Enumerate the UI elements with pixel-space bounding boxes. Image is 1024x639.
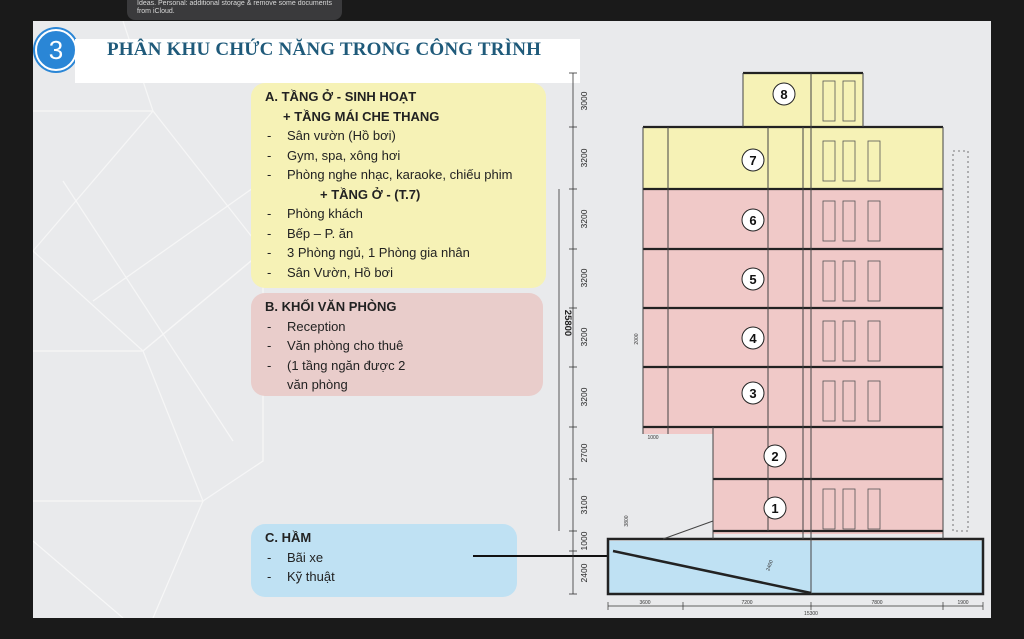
- svg-text:3200: 3200: [579, 268, 589, 287]
- svg-text:7800: 7800: [871, 600, 882, 606]
- section-b-item: (1 tầng ngăn được 2: [265, 356, 529, 376]
- svg-text:7200: 7200: [741, 600, 752, 606]
- height-dimensions: 3000 3200 3200 3200 3200 3200 2700 3100 …: [562, 91, 589, 582]
- slide-number: 3: [48, 34, 64, 65]
- section-b-item: Văn phòng cho thuê: [265, 336, 529, 356]
- floor-markers: 8 7 6 5 4 3 2 1: [741, 82, 796, 520]
- section-a-item: Phòng khách: [265, 204, 532, 224]
- floor-label-5: 5: [749, 272, 756, 287]
- basement-connector-line: [473, 555, 623, 557]
- svg-text:1000: 1000: [647, 435, 658, 441]
- section-c-item: Bãi xe: [265, 548, 503, 568]
- svg-text:15300: 15300: [804, 611, 818, 617]
- floor-label-3: 3: [749, 386, 756, 401]
- section-a-item: Phòng nghe nhạc, karaoke, chiếu phim: [265, 165, 532, 185]
- notification-text: Ideas. Personal: additional storage & re…: [137, 0, 332, 15]
- floor-7-band: [643, 127, 943, 189]
- svg-text:2000: 2000: [634, 333, 640, 344]
- section-a-subheading-2: + TẦNG Ở - (T.7): [320, 186, 421, 202]
- title-background: [75, 39, 580, 83]
- section-b-heading: B. KHỐI VĂN PHÒNG: [265, 299, 397, 314]
- floor-label-7: 7: [749, 153, 756, 168]
- svg-text:3000: 3000: [579, 91, 589, 110]
- section-b-continuation: văn phòng: [287, 377, 348, 392]
- svg-text:3200: 3200: [579, 327, 589, 346]
- section-a-heading: A. TẦNG Ở - SINH HOẠT: [265, 89, 417, 104]
- icloud-notification[interactable]: Ideas. Personal: additional storage & re…: [127, 0, 342, 20]
- svg-text:2400: 2400: [765, 559, 775, 572]
- floor-label-6: 6: [749, 213, 756, 228]
- office-band: [643, 189, 943, 434]
- svg-text:2400: 2400: [579, 563, 589, 582]
- svg-text:3100: 3100: [579, 495, 589, 514]
- section-c-heading: C. HẦM: [265, 530, 312, 545]
- floor-label-2: 2: [771, 449, 778, 464]
- floor-1-2-band: [713, 434, 943, 534]
- bottom-dimensions: 3600 7200 7800 1900 15300: [639, 600, 968, 617]
- svg-text:3200: 3200: [579, 387, 589, 406]
- basement-band: [608, 541, 983, 593]
- section-a-residential: A. TẦNG Ở - SINH HOẠT + TẦNG MÁI CHE THA…: [251, 83, 546, 288]
- section-a-subheading: + TẦNG MÁI CHE THANG: [283, 108, 440, 124]
- section-c-item: Kỹ thuật: [265, 567, 503, 587]
- svg-text:2700: 2700: [579, 443, 589, 462]
- section-a-item: Bếp – P. ăn: [265, 224, 532, 244]
- section-a-item: Gym, spa, xông hơi: [265, 146, 532, 166]
- svg-text:1000: 1000: [579, 531, 589, 550]
- svg-text:3800: 3800: [624, 515, 630, 526]
- svg-text:3200: 3200: [579, 209, 589, 228]
- section-b-item: Reception: [265, 317, 529, 337]
- total-height-dim: 25800: [562, 310, 573, 336]
- floor-label-8: 8: [780, 87, 787, 102]
- svg-text:1900: 1900: [957, 600, 968, 606]
- building-section-drawing: 8 7 6 5 4 3 2 1 3000 3200 3200 3200 3200: [558, 71, 985, 617]
- slide-title: PHÂN KHU CHỨC NĂNG TRONG CÔNG TRÌNH: [107, 39, 542, 60]
- floor-label-4: 4: [749, 331, 757, 346]
- section-b-office: B. KHỐI VĂN PHÒNG ReceptionVăn phòng cho…: [251, 293, 543, 396]
- svg-text:3200: 3200: [579, 148, 589, 167]
- section-a-item: Sân Vườn, Hồ bơi: [265, 263, 532, 283]
- small-dimensions: 1000 2000 3800 2400: [624, 333, 775, 572]
- section-c-basement: C. HẦM Bãi xeKỹ thuật: [251, 524, 517, 597]
- slide-number-badge: 3: [35, 29, 77, 71]
- floor-label-1: 1: [771, 501, 778, 516]
- ramp-line: [612, 549, 812, 595]
- svg-text:3600: 3600: [639, 600, 650, 606]
- presentation-slide: 3 PHÂN KHU CHỨC NĂNG TRONG CÔNG TRÌNH A.…: [33, 21, 991, 618]
- section-a-item: Sân vườn (Hồ bơi): [265, 126, 532, 146]
- section-a-item: 3 Phòng ngủ, 1 Phòng gia nhân: [265, 243, 532, 263]
